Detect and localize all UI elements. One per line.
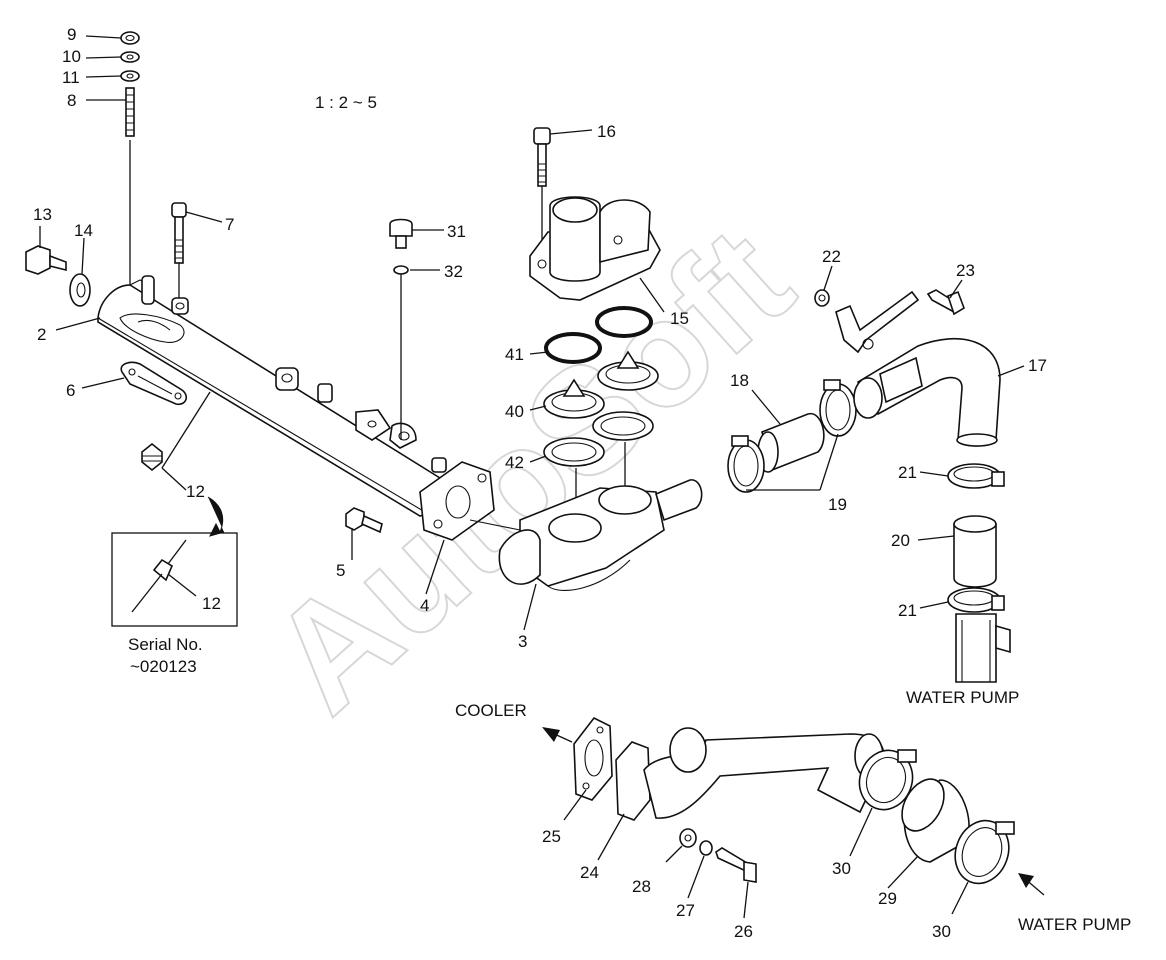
callout-5: 5 <box>336 561 345 580</box>
o-ring-41 <box>544 306 653 364</box>
hose-20 <box>953 515 997 588</box>
callout-29: 29 <box>878 889 897 908</box>
callout-10: 10 <box>62 47 81 66</box>
washer-28 <box>679 828 697 848</box>
callout-18: 18 <box>730 371 749 390</box>
callout-31: 31 <box>447 222 466 241</box>
serial-inset: 12 <box>111 496 238 627</box>
callout-19: 19 <box>828 495 847 514</box>
water-pump-label-lower: WATER PUMP <box>1018 915 1131 934</box>
callout-2: 2 <box>37 325 46 344</box>
callout-numbers: 9 10 11 8 13 14 7 2 6 12 5 4 3 31 32 16 … <box>33 25 1047 941</box>
clamp-21-lower <box>947 587 1005 613</box>
clamp-30-lower <box>954 819 1015 885</box>
callout-40: 40 <box>505 402 524 421</box>
hose-18 <box>757 413 825 473</box>
callout-13: 13 <box>33 205 52 224</box>
gasket-6 <box>120 361 188 406</box>
callout-12: 12 <box>186 482 205 501</box>
callout-7: 7 <box>225 215 234 234</box>
washer-11 <box>120 70 140 82</box>
clamp-19 <box>727 379 857 493</box>
callout-4: 4 <box>420 596 429 615</box>
bolt-5 <box>345 507 383 534</box>
callout-16: 16 <box>597 122 616 141</box>
callout-6: 6 <box>66 381 75 400</box>
callout-32: 32 <box>444 262 463 281</box>
callout-24: 24 <box>580 863 599 882</box>
washer-10 <box>120 51 140 63</box>
callout-28: 28 <box>632 877 651 896</box>
water-pump-inlet <box>955 613 1011 683</box>
serial-value: ~020123 <box>130 657 197 676</box>
callout-30-lower: 30 <box>932 922 951 941</box>
washer-27 <box>699 840 713 856</box>
bracket <box>835 290 920 354</box>
pipe-24 <box>615 727 885 821</box>
bolt-23 <box>926 289 965 316</box>
bolt-7 <box>171 202 187 300</box>
callout-30-upper: 30 <box>832 859 851 878</box>
bolt-31 <box>389 218 413 249</box>
callout-3: 3 <box>518 632 527 651</box>
thermostat-cover-15 <box>529 196 661 301</box>
cooler-label: COOLER <box>455 701 527 720</box>
inset-part-number: 12 <box>202 594 221 613</box>
bolt-13 <box>25 245 67 275</box>
bolt-16 <box>533 127 551 265</box>
pipe-17 <box>853 338 1001 447</box>
water-pump-arrow <box>1018 873 1045 896</box>
plug-12 <box>141 442 163 472</box>
callout-27: 27 <box>676 901 695 920</box>
thermostat-housing-3 <box>469 479 703 592</box>
flange-gasket-4 <box>419 461 495 541</box>
leader-lines <box>39 35 1025 919</box>
callout-26: 26 <box>734 922 753 941</box>
nut-22 <box>814 289 830 307</box>
nut-9 <box>120 31 140 45</box>
clamp-21-upper <box>947 463 1005 489</box>
callout-17: 17 <box>1028 356 1047 375</box>
callout-21-lower: 21 <box>898 601 917 620</box>
bolt-26 <box>715 847 757 883</box>
clamp-30-upper <box>858 749 917 811</box>
cooler-arrow <box>542 727 573 743</box>
manifold-pipe-2 <box>97 275 451 517</box>
callout-8: 8 <box>67 91 76 110</box>
callout-42: 42 <box>505 453 524 472</box>
callout-11: 11 <box>62 68 80 87</box>
callout-23: 23 <box>956 261 975 280</box>
callout-41: 41 <box>505 345 524 364</box>
callout-9: 9 <box>67 25 76 44</box>
callout-21-upper: 21 <box>898 463 917 482</box>
gasket-42 <box>543 411 654 520</box>
callout-25: 25 <box>542 827 561 846</box>
washer-14 <box>69 273 91 307</box>
callout-20: 20 <box>891 531 910 550</box>
callout-15: 15 <box>670 309 689 328</box>
thermostat-40 <box>543 350 659 419</box>
o-ring-32 <box>393 265 409 440</box>
stud-8 <box>125 87 135 290</box>
serial-label: Serial No. <box>128 635 203 654</box>
gasket-25 <box>573 716 613 801</box>
water-pump-label-upper: WATER PUMP <box>906 688 1019 707</box>
callout-22: 22 <box>822 247 841 266</box>
hose-29 <box>901 778 970 863</box>
callout-14: 14 <box>74 221 93 240</box>
scale-label: 1 : 2 ~ 5 <box>315 93 377 112</box>
